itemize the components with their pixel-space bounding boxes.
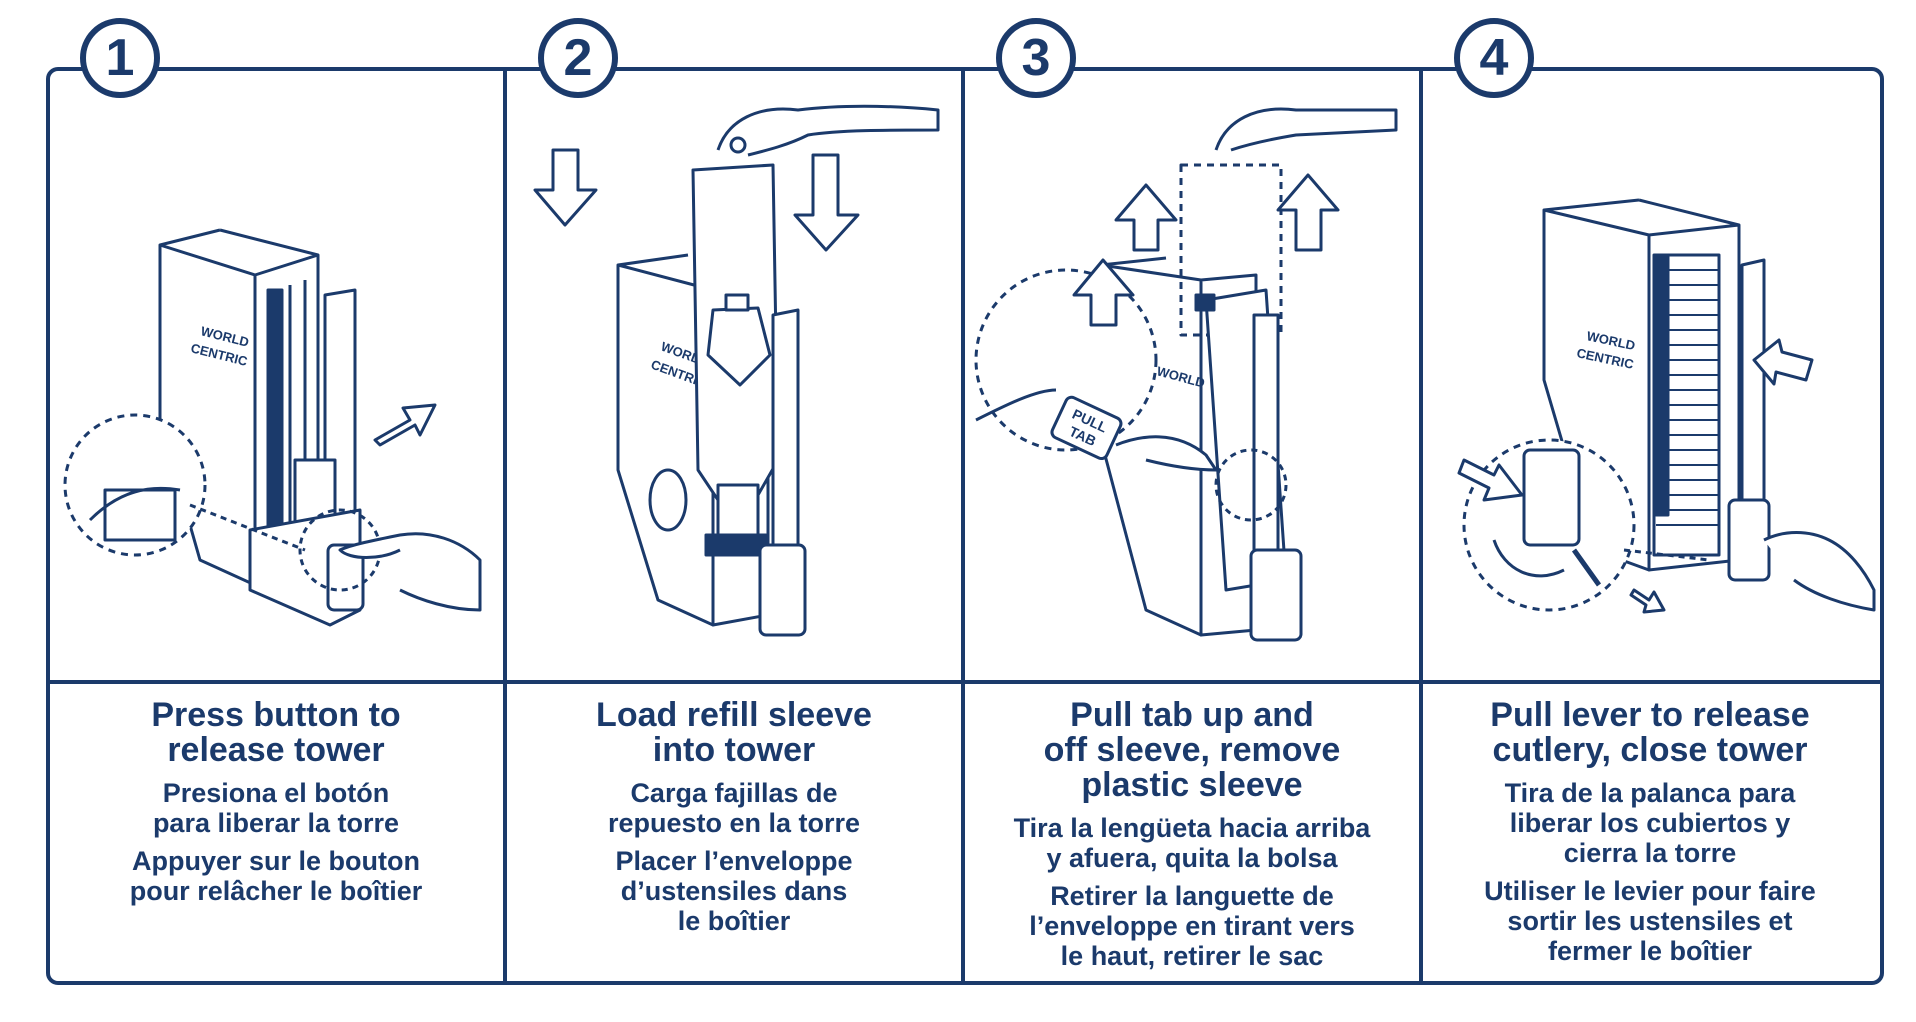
step-1-spanish-text: Presiona el botón para liberar la torre bbox=[153, 778, 399, 838]
text-line: l’enveloppe en tirant vers bbox=[1029, 911, 1355, 941]
step-1-caption: Press button to release tower Presiona e… bbox=[50, 690, 502, 980]
step-4-number-badge: 4 bbox=[1454, 18, 1534, 98]
step-2-spanish-text: Carga fajillas de repuesto en la torre bbox=[608, 778, 860, 838]
caption-divider bbox=[46, 680, 1884, 684]
text-line: release tower bbox=[167, 731, 385, 769]
text-line: Utiliser le levier pour faire bbox=[1484, 876, 1816, 906]
text-line: Carga fajillas de bbox=[630, 778, 838, 808]
panel-divider bbox=[1419, 67, 1423, 985]
text-line: plastic sleeve bbox=[1081, 766, 1303, 804]
text-line: Load refill sleeve bbox=[596, 696, 872, 734]
step-2-english-text: Load refill sleeve into tower bbox=[596, 698, 872, 768]
text-line: sortir les ustensiles et bbox=[1507, 906, 1793, 936]
text-line: d’ustensiles dans bbox=[620, 876, 848, 906]
panel-divider bbox=[503, 67, 507, 985]
step-3-caption: Pull tab up and off sleeve, remove plast… bbox=[966, 690, 1418, 980]
text-line: cierra la torre bbox=[1563, 838, 1737, 868]
text-line: off sleeve, remove bbox=[1043, 731, 1341, 769]
step-2-french-text: Placer l’enveloppe d’ustensiles dans le … bbox=[615, 846, 852, 936]
text-line: y afuera, quita la bolsa bbox=[1046, 843, 1338, 873]
text-line: Retirer la languette de bbox=[1050, 881, 1334, 911]
text-line: Tira la lengüeta hacia arriba bbox=[1013, 813, 1371, 843]
step-1-illustration: WORLD CENTRIC bbox=[63, 228, 482, 627]
text-line: fermer le boîtier bbox=[1547, 936, 1753, 966]
step-4-illustration: WORLD CENTRIC bbox=[1457, 198, 1876, 614]
step-1-number-badge: 1 bbox=[80, 18, 160, 98]
step-3-illustration: WORLD PULL TAB bbox=[974, 107, 1398, 642]
step-3-spanish-text: Tira la lengüeta hacia arriba y afuera, … bbox=[1014, 813, 1371, 873]
text-line: Tira de la palanca para bbox=[1504, 778, 1796, 808]
text-line: Press button to bbox=[151, 696, 401, 734]
step-3-french-text: Retirer la languette de l’enveloppe en t… bbox=[1029, 881, 1355, 971]
text-line: pour relâcher le boîtier bbox=[129, 876, 423, 906]
text-line: cutlery, close tower bbox=[1492, 731, 1808, 769]
text-line: liberar los cubiertos y bbox=[1509, 808, 1791, 838]
step-2-number-badge: 2 bbox=[538, 18, 618, 98]
step-2-illustration: WORLD CENTRIC bbox=[533, 104, 940, 637]
step-4-english-text: Pull lever to release cutlery, close tow… bbox=[1490, 698, 1809, 768]
text-line: le haut, retirer le sac bbox=[1060, 941, 1324, 971]
step-4-caption: Pull lever to release cutlery, close tow… bbox=[1424, 690, 1876, 980]
text-line: Pull tab up and bbox=[1070, 696, 1314, 734]
step-3-english-text: Pull tab up and off sleeve, remove plast… bbox=[1044, 698, 1341, 803]
text-line: para liberar la torre bbox=[152, 808, 400, 838]
step-1-french-text: Appuyer sur le bouton pour relâcher le b… bbox=[130, 846, 423, 906]
text-line: Placer l’enveloppe bbox=[615, 846, 853, 876]
panel-divider bbox=[961, 67, 965, 985]
text-line: repuesto en la torre bbox=[607, 808, 861, 838]
text-line: Pull lever to release bbox=[1490, 696, 1810, 734]
text-line: Appuyer sur le bouton bbox=[131, 846, 420, 876]
step-1-english-text: Press button to release tower bbox=[151, 698, 400, 768]
text-line: Presiona el botón bbox=[162, 778, 390, 808]
step-3-number-badge: 3 bbox=[996, 18, 1076, 98]
text-line: le boîtier bbox=[677, 906, 791, 936]
instructions-frame bbox=[46, 67, 1884, 985]
text-line: into tower bbox=[652, 731, 816, 769]
step-4-french-text: Utiliser le levier pour faire sortir les… bbox=[1484, 876, 1816, 966]
step-2-caption: Load refill sleeve into tower Carga faji… bbox=[508, 690, 960, 980]
step-4-spanish-text: Tira de la palanca para liberar los cubi… bbox=[1505, 778, 1796, 868]
